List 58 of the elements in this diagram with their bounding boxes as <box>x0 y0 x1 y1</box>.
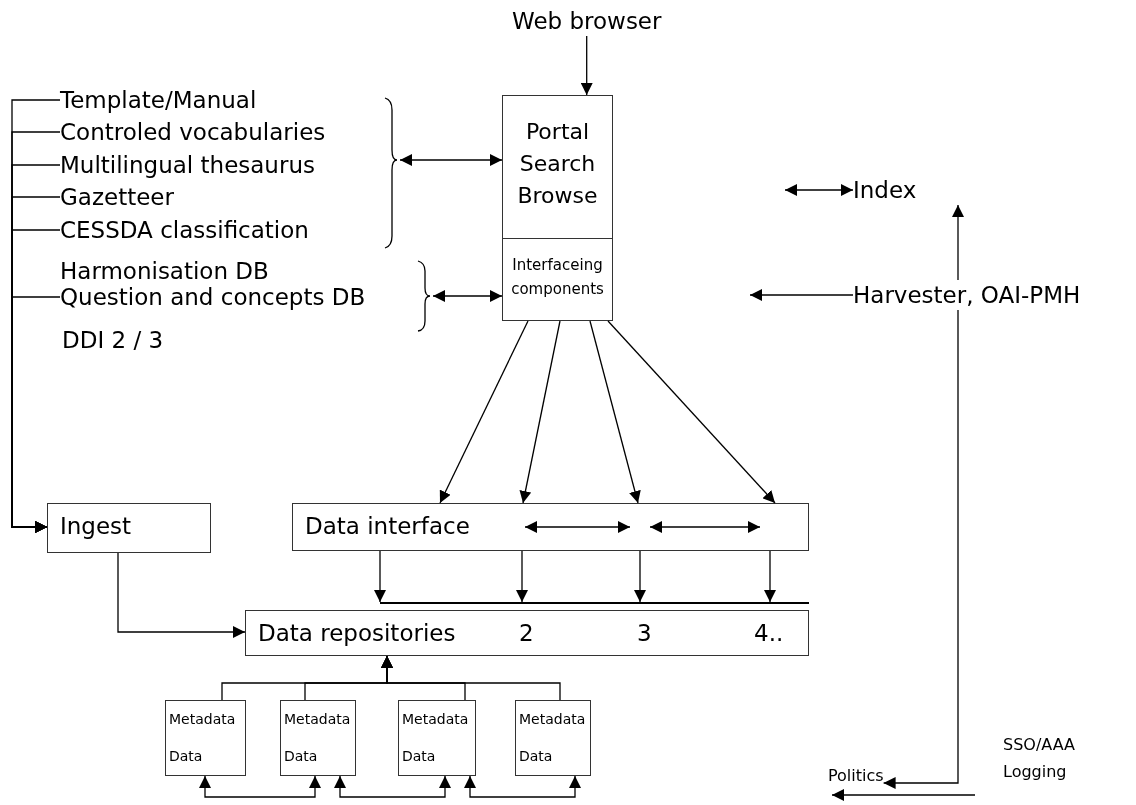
arrow <box>11 296 61 533</box>
repository-number: 3 <box>637 619 652 648</box>
arrow <box>580 35 593 96</box>
arrow <box>516 550 528 603</box>
double-arrow <box>199 775 321 798</box>
arrow <box>634 550 646 603</box>
note-text: SSO/AAA <box>1003 735 1076 754</box>
arrow <box>519 320 561 504</box>
box-text: Metadata <box>519 710 586 728</box>
double-arrow <box>399 154 503 166</box>
box-text: Data <box>284 747 318 765</box>
double-arrow <box>334 775 451 798</box>
node-text: Index <box>853 175 917 205</box>
box-text: Metadata <box>402 710 469 728</box>
curly-brace <box>383 97 400 249</box>
process-box: Ingest <box>47 503 211 553</box>
box-text: Metadata <box>169 710 236 728</box>
process-box <box>245 610 809 656</box>
arrow <box>764 550 776 603</box>
node-text: CESSDA classification <box>60 215 309 245</box>
storage-box <box>165 700 246 776</box>
storage-box <box>515 700 591 776</box>
box-text: Data <box>169 747 203 765</box>
node-text: Politics <box>828 761 884 795</box>
box-text: Data <box>519 747 553 765</box>
arrow <box>381 655 561 701</box>
double-arrow <box>784 184 854 196</box>
note-text: Logging <box>1003 762 1067 781</box>
storage-box <box>398 700 476 776</box>
arrow <box>607 320 776 504</box>
repository-number: 2 <box>519 619 534 648</box>
arrow <box>439 320 529 504</box>
component-box: Interfaceing components <box>502 238 613 321</box>
arrow <box>952 204 964 281</box>
component-box: Portal Search Browse <box>502 95 613 239</box>
storage-box <box>280 700 356 776</box>
node-text: Template/Manual <box>60 85 257 115</box>
arrow <box>589 320 641 504</box>
arrow <box>374 550 386 603</box>
node-text: Gazetteer <box>60 182 174 212</box>
double-arrow <box>432 290 503 302</box>
node-text: Harvester, OAI-PMH <box>853 280 1081 310</box>
box-text: Metadata <box>284 710 351 728</box>
arrow <box>882 309 959 789</box>
node-text: Multilingual thesaurus <box>60 150 315 180</box>
arrow <box>831 789 976 801</box>
node-text: Controled vocabularies <box>60 117 326 147</box>
box-text: Data <box>402 747 436 765</box>
arrow <box>749 289 854 301</box>
arrow <box>117 552 246 638</box>
box-title: Data repositories <box>258 619 456 648</box>
double-arrow <box>464 775 581 798</box>
curly-brace <box>416 260 433 332</box>
node-text: Web browser <box>512 6 662 36</box>
repository-number: 4.. <box>754 619 784 648</box>
note-text: DDI 2 / 3 <box>62 327 164 353</box>
bus-line <box>380 602 809 604</box>
process-box: Data interface <box>292 503 809 551</box>
